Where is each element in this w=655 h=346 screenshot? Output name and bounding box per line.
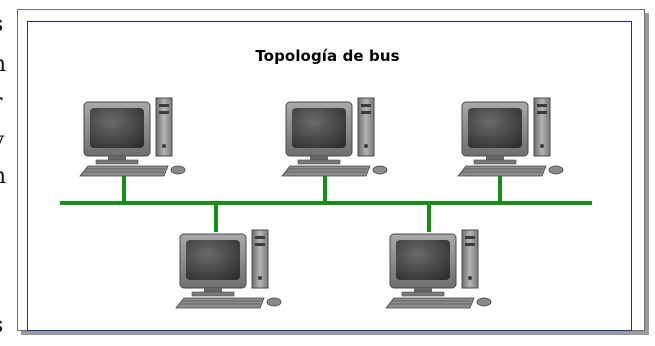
- clipped-letter: n: [0, 166, 6, 188]
- clipped-letter: s: [0, 315, 3, 337]
- computer-icon: [385, 229, 492, 309]
- computer-icon: [281, 97, 388, 177]
- clipped-letter: r: [0, 92, 3, 114]
- diagram-title: Topología de bus: [255, 47, 400, 65]
- computer-icon: [79, 97, 186, 177]
- clipped-letter: y: [0, 130, 4, 152]
- computer-icon: [175, 229, 282, 309]
- clipped-page-text: s n r y n l s: [0, 0, 18, 346]
- computer-icon: [457, 97, 564, 177]
- clipped-letter: n: [0, 54, 6, 76]
- clipped-letter: s: [0, 14, 3, 36]
